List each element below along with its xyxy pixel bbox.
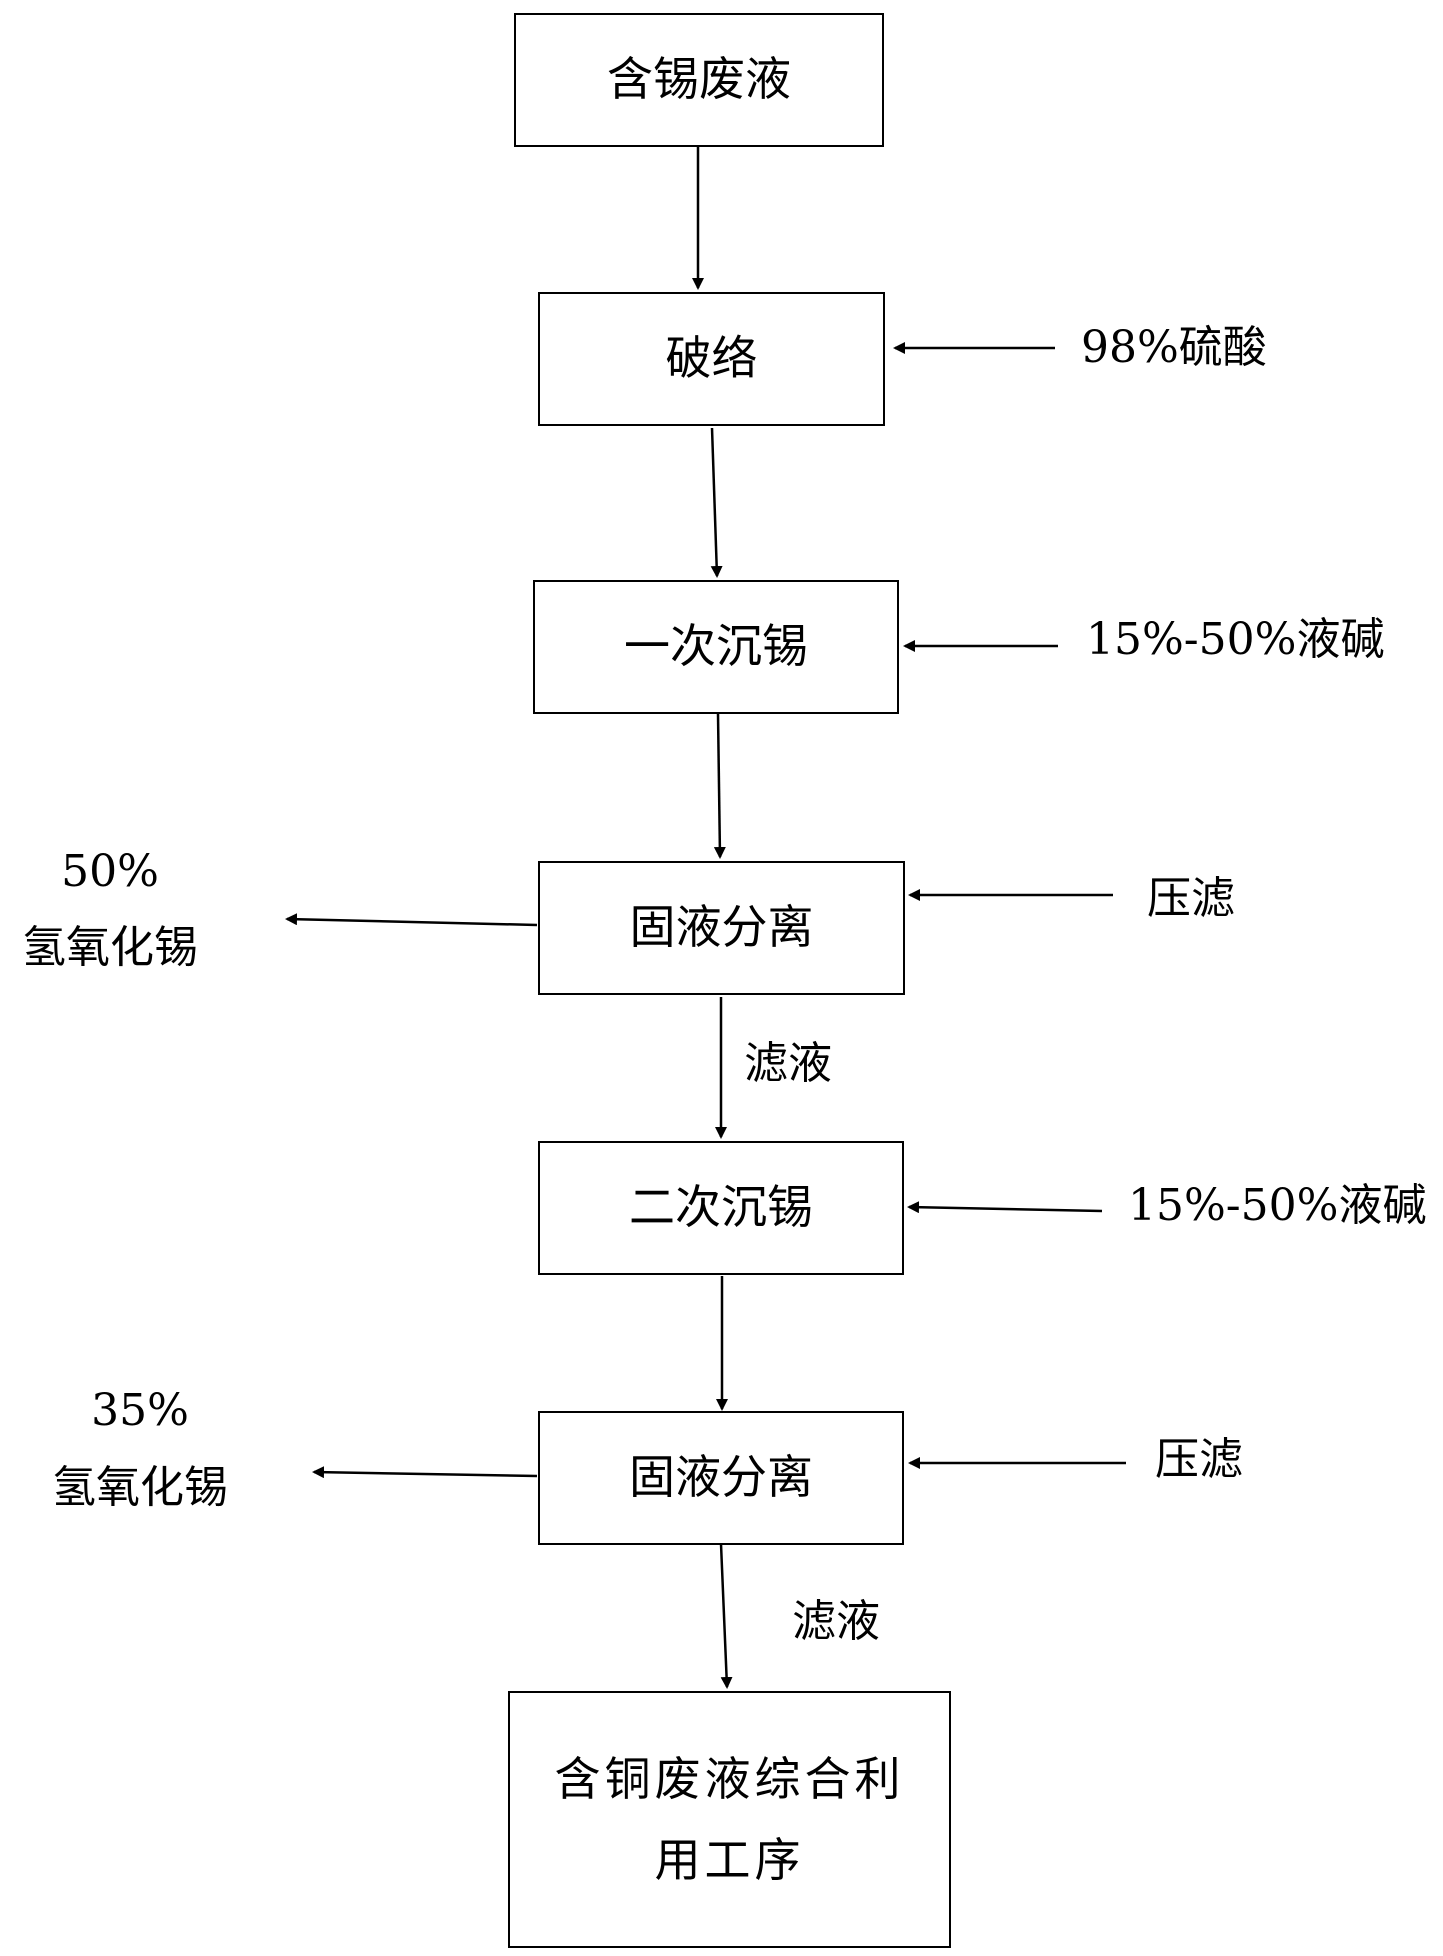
output-product-1-percent: 50% [61, 846, 159, 897]
node-first-tin-precipitation-label: 一次沉锡 [624, 619, 808, 674]
node-second-solid-liquid-separation: 固液分离 [538, 1411, 904, 1545]
input-sulfuric-acid: 98%硫酸 [1081, 322, 1267, 373]
node-break-complex: 破络 [538, 292, 885, 426]
edge-label-filtrate-1: 滤液 [744, 1038, 832, 1089]
node-tin-waste-liquid: 含锡废液 [514, 13, 884, 147]
input-press-filter-1: 压滤 [1147, 873, 1235, 924]
node-second-tin-precipitation: 二次沉锡 [538, 1141, 904, 1275]
output-product-2-percent: 35% [91, 1385, 189, 1436]
output-product-1-name: 氢氧化锡 [22, 921, 198, 973]
arrow-product-output-1 [285, 913, 538, 927]
output-product-2-name: 氢氧化锡 [52, 1461, 228, 1513]
arrow-product-output-2 [312, 1466, 538, 1479]
input-caustic-soda-2: 15%-50%液碱 [1128, 1180, 1427, 1231]
node-first-solid-liquid-separation-label: 固液分离 [629, 900, 814, 955]
arrow-first-precipitation-to-separation [713, 713, 726, 859]
node-copper-waste-utilization-line1: 含铜废液综合利 [554, 1752, 905, 1806]
edge-label-filtrate-2: 滤液 [792, 1596, 880, 1647]
arrow-separation-to-copper-utilization [719, 1543, 733, 1689]
node-copper-waste-utilization: 含铜废液综合利 用工序 [508, 1691, 951, 1948]
node-tin-waste-liquid-label: 含锡废液 [607, 52, 791, 107]
output-product-1: 50% 氢氧化锡 [22, 846, 198, 975]
node-second-solid-liquid-separation-label: 固液分离 [629, 1450, 813, 1505]
input-press-filter-2: 压滤 [1155, 1434, 1243, 1485]
arrow-caustic-input-2 [907, 1201, 1103, 1214]
node-break-complex-label: 破络 [665, 331, 758, 386]
node-copper-waste-utilization-line2: 用工序 [654, 1832, 805, 1887]
output-product-2: 35% 氢氧化锡 [52, 1385, 228, 1515]
arrow-break-to-first-precipitation [710, 427, 723, 578]
node-second-tin-precipitation-label: 二次沉锡 [629, 1180, 813, 1235]
input-caustic-soda-1: 15%-50%液碱 [1086, 614, 1385, 665]
node-first-solid-liquid-separation: 固液分离 [538, 861, 905, 995]
node-first-tin-precipitation: 一次沉锡 [533, 580, 899, 714]
